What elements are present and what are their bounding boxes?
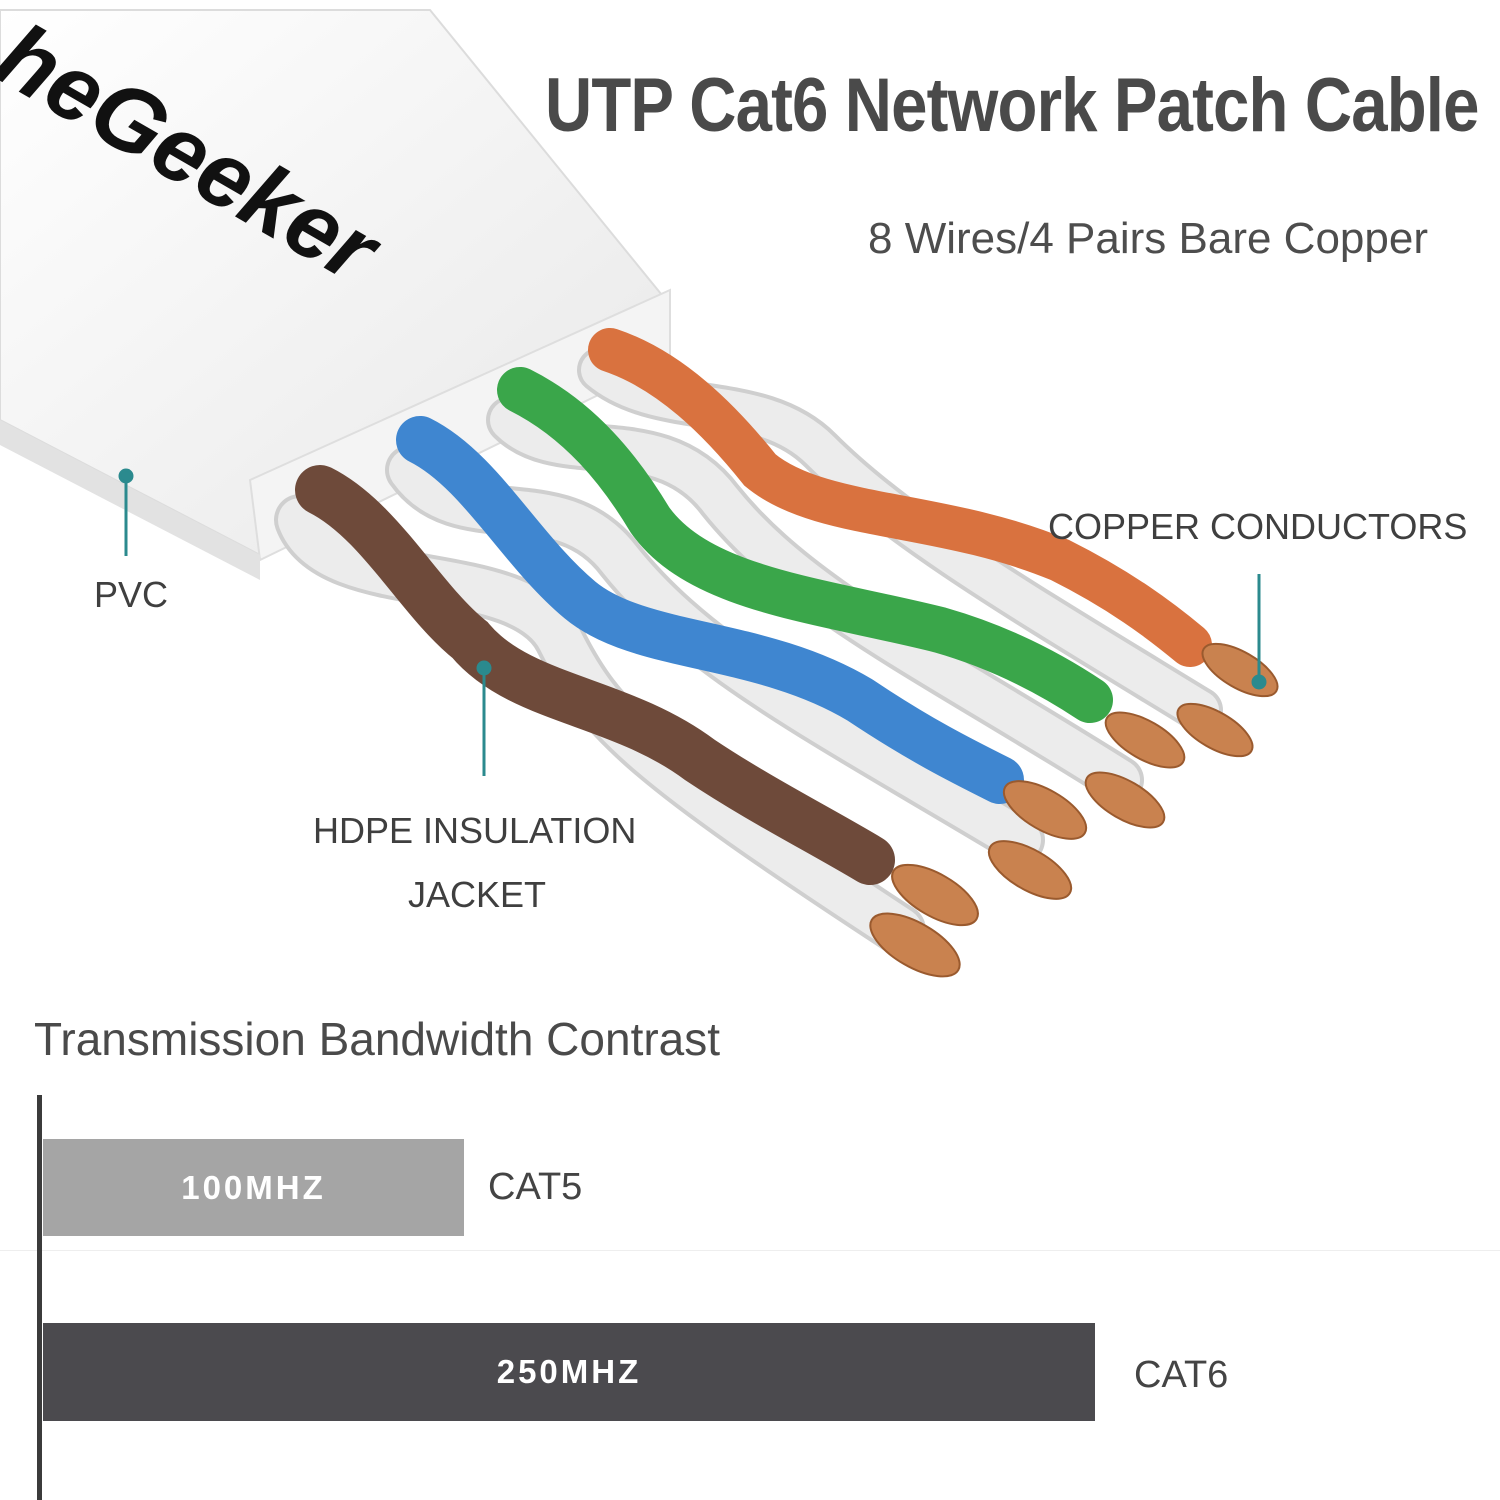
section-divider	[0, 1250, 1500, 1251]
copper-conductors	[869, 642, 1279, 978]
bar-value-cat6: 250MHZ	[496, 1353, 642, 1390]
page-subtitle: 8 Wires/4 Pairs Bare Copper	[868, 214, 1428, 263]
callout-hdpe-line1: HDPE INSULATION	[313, 810, 637, 851]
bandwidth-bar-cat6: 250MHZ	[43, 1323, 1095, 1421]
bar-label-cat5: CAT5	[488, 1166, 583, 1208]
bandwidth-bar-cat5: 100MHZ	[43, 1139, 464, 1236]
callout-pvc: PVC	[94, 574, 169, 615]
callout-markers	[118, 468, 1267, 776]
bandwidth-axis	[37, 1095, 42, 1500]
callout-copper-conductors: COPPER CONDUCTORS	[1048, 506, 1468, 547]
callout-hdpe-line2: JACKET	[408, 874, 547, 915]
bar-value-cat5: 100MHZ	[181, 1168, 326, 1206]
wire-pairs	[274, 328, 1223, 956]
bar-label-cat6: CAT6	[1134, 1354, 1229, 1396]
bandwidth-title: Transmission Bandwidth Contrast	[34, 1013, 721, 1065]
page-title: UTP Cat6 Network Patch Cable	[545, 63, 1479, 148]
